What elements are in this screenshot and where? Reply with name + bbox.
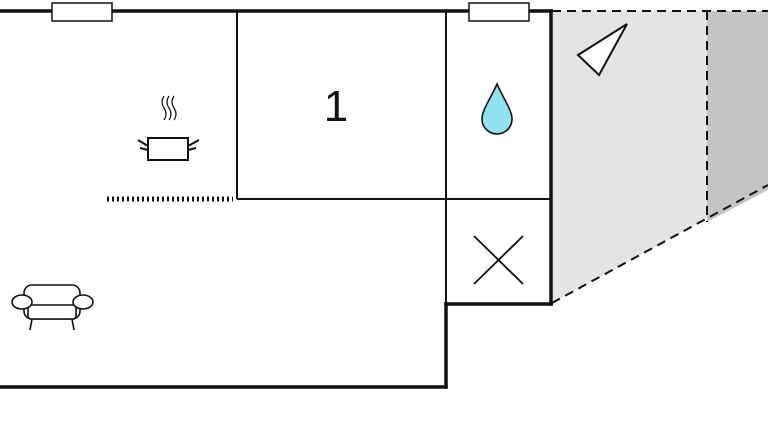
compass-arrow-icon xyxy=(576,23,628,77)
cross-icon xyxy=(473,235,524,285)
terrace-outline xyxy=(551,10,768,304)
water-drop-icon xyxy=(481,82,513,135)
terrace-shaded-area xyxy=(707,11,768,222)
window-icon xyxy=(468,2,530,22)
interior-walls xyxy=(236,11,551,304)
window-icon xyxy=(51,2,113,22)
armchair-icon xyxy=(11,284,94,331)
cooking-pot-icon xyxy=(137,95,200,161)
room-number-label: 1 xyxy=(323,82,349,131)
